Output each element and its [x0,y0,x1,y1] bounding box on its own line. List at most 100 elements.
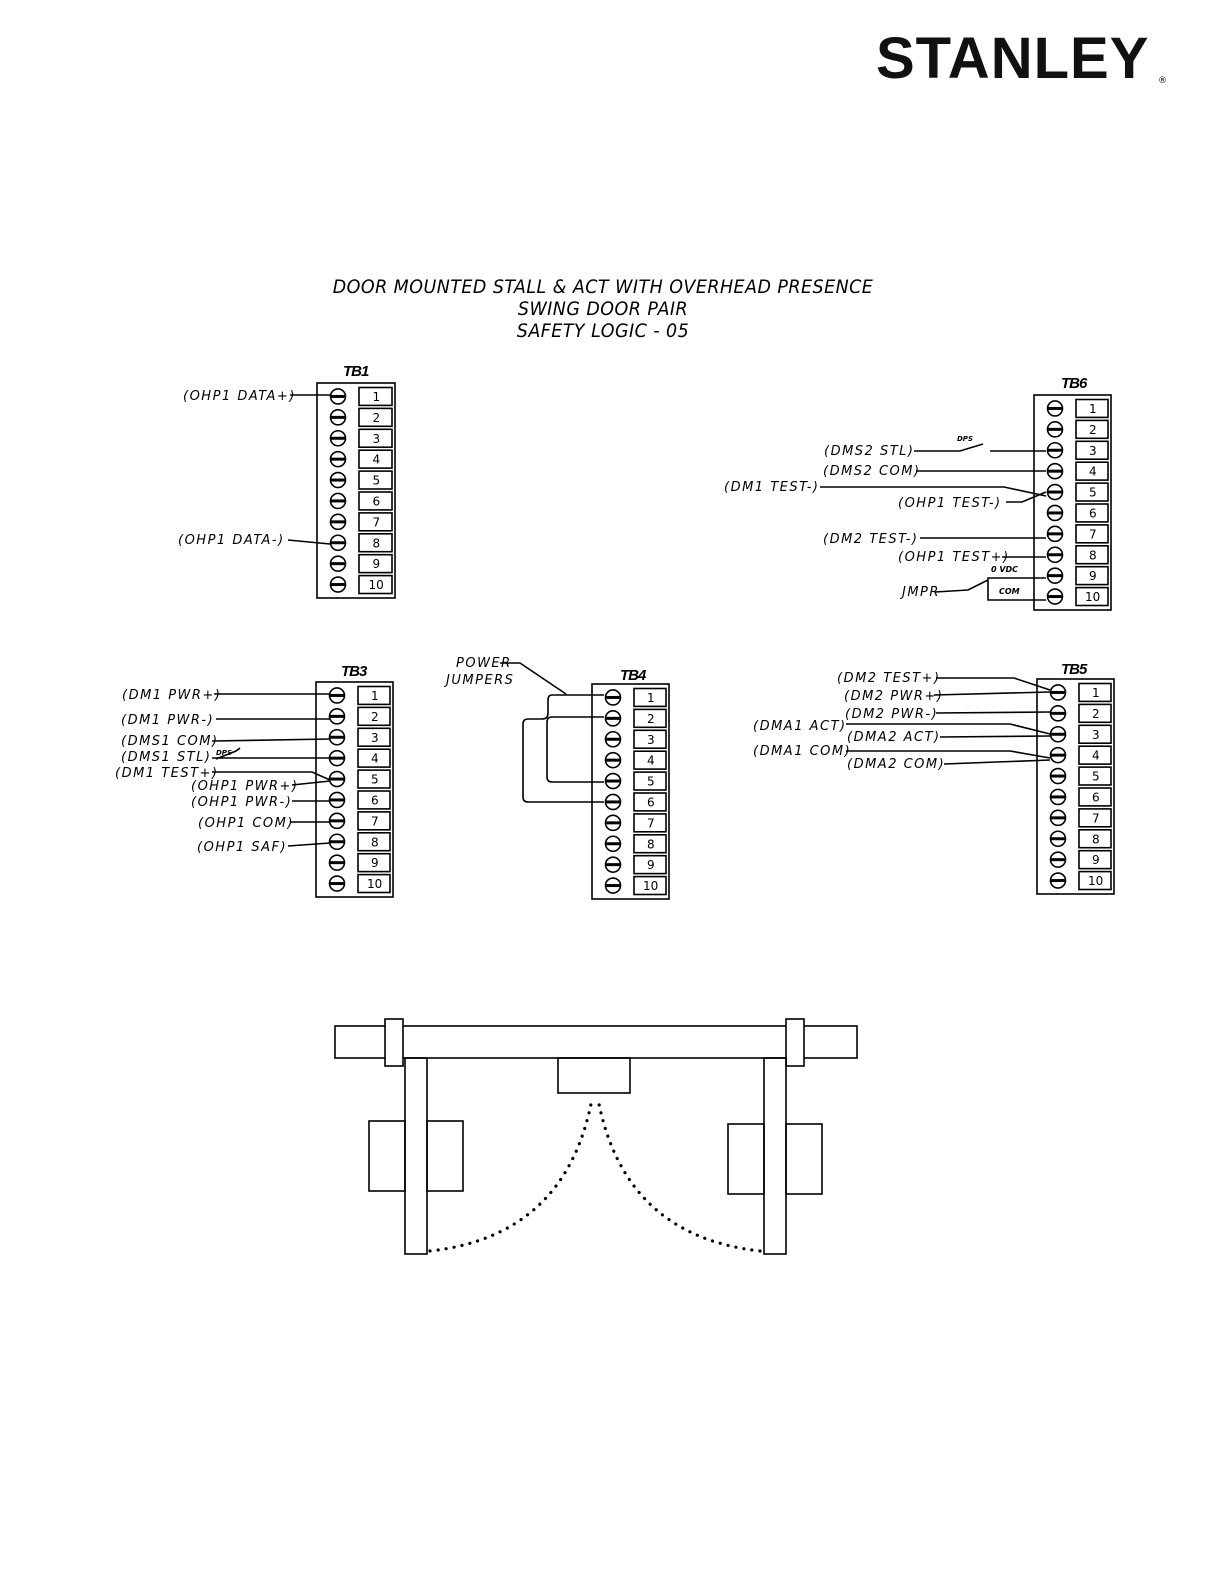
pin-cell [633,729,667,749]
pin-cell [633,854,667,875]
label-dm2-test-minus: (DM2 TEST-) [823,532,918,547]
pin-number: 5 [647,775,655,789]
stall-sensor-left [368,1120,406,1192]
terminal-screw-icon [1046,546,1064,564]
label-ohp1-com: (OHP1 COM) [198,816,294,831]
pin-cell [357,811,391,831]
pin-cell [1078,808,1112,828]
terminal-screw-icon [328,833,346,851]
pin-cell [358,491,393,511]
label-jumpers: JUMPERS [443,673,514,688]
terminal-screw-icon [329,471,347,489]
pin-cell [1078,724,1112,744]
wire-dma1-com [846,750,1051,759]
label-ohp1-saf: (OHP1 SAF) [197,840,287,855]
pin-number: 7 [647,816,655,830]
swing-arc-right [596,1097,762,1253]
pin-cell [358,470,393,490]
wire-ohp1-test-minus [1006,491,1047,503]
pin-number: 3 [371,731,379,745]
pin-cell [1075,482,1109,502]
pin-cell [358,532,393,553]
act-sensor-right [785,1123,823,1195]
pin-cell [357,873,391,894]
label-dm1-test-minus: (DM1 TEST-) [724,480,819,495]
terminal-screw-icon [329,576,347,593]
pin-number: 6 [1092,790,1100,804]
pin-number: 7 [1092,811,1100,825]
terminal-screw-icon [329,429,347,447]
label-com-jumper: COM [999,587,1020,596]
header-clamp-right [785,1018,805,1067]
switch-dps-tb6 [959,443,984,452]
terminal-screw-icon [329,409,347,426]
wire-ohp1-saf [287,842,331,847]
registered-mark: ® [1158,76,1167,86]
pin-cell [633,708,667,729]
pin-number: 3 [373,432,381,446]
wire-dma2-com [943,759,1051,765]
pin-cell [357,706,391,727]
stall-sensor-right [727,1123,765,1195]
diagram-title: DOOR MOUNTED STALL & ACT WITH OVERHEAD P… [332,276,874,298]
label-ohp1-test-minus: (OHP1 TEST-) [898,496,1002,511]
pin-cell [1075,544,1109,565]
label-0-vdc: 0 VDC [991,565,1018,574]
pin-cell [1078,745,1112,765]
pin-cell [633,792,667,812]
pin-cell [633,813,667,833]
stanley-logo: STANLEY [876,26,1150,91]
wire-dms1-com [211,738,331,742]
wire-ohp1-data-minus [287,539,331,545]
pin-number: 1 [1089,402,1097,416]
wire-dm1-test-minus [820,486,1047,497]
wire-ohp1-pwr-plus [291,780,331,786]
pin-number: 10 [1085,590,1100,604]
pin-cell [1078,787,1112,807]
pin-number: 1 [1092,686,1100,700]
jmpr-leader [934,579,989,593]
terminal-screw-icon [1049,684,1067,701]
pin-cell [357,769,391,789]
terminal-screw-icon [604,835,622,853]
pin-number: 9 [371,856,379,870]
pin-number: 8 [373,536,381,550]
pin-cell [358,574,393,595]
terminal-screw-icon [1049,872,1067,889]
wire-dm2-test-plus [936,677,1051,691]
label-dms2-com: (DMS2 COM) [823,464,921,479]
label-dma2-com: (DMA2 COM) [847,757,945,772]
pin-number: 10 [369,578,384,592]
safety-logic-label: SAFETY LOGIC - 05 [516,320,690,342]
pin-number: 6 [373,494,381,508]
label-dms1-com: (DMS1 COM) [121,734,219,749]
pin-number: 1 [647,691,655,705]
pin-number: 10 [367,877,382,891]
pin-number: 7 [373,515,381,529]
pin-number: 6 [1089,506,1097,520]
pin-cell [633,771,667,791]
terminal-screw-icon [328,687,346,704]
terminal-screw-icon [604,751,622,769]
label-ohp1-pwr-minus: (OHP1 PWR-) [191,795,292,810]
label-dma1-com: (DMA1 COM) [753,744,851,759]
wire-dm1-test-plus [212,771,331,781]
pin-cell [1075,461,1109,481]
pin-number: 1 [371,689,379,703]
terminal-screw-icon [1049,830,1067,848]
label-dm2-test-plus: (DM2 TEST+) [837,671,941,686]
pin-cell [633,833,667,854]
label-ohp1-data-plus: (OHP1 DATA+) [183,389,296,404]
power-jumper-inner [546,716,604,783]
pin-number: 2 [373,411,381,425]
pin-cell [1075,524,1109,544]
terminal-screw-icon [604,689,622,706]
label-dm1-pwr-minus: (DM1 PWR-) [121,713,214,728]
pin-number: 10 [643,879,658,893]
pin-number: 3 [1092,728,1100,742]
pin-cell [1075,398,1109,419]
